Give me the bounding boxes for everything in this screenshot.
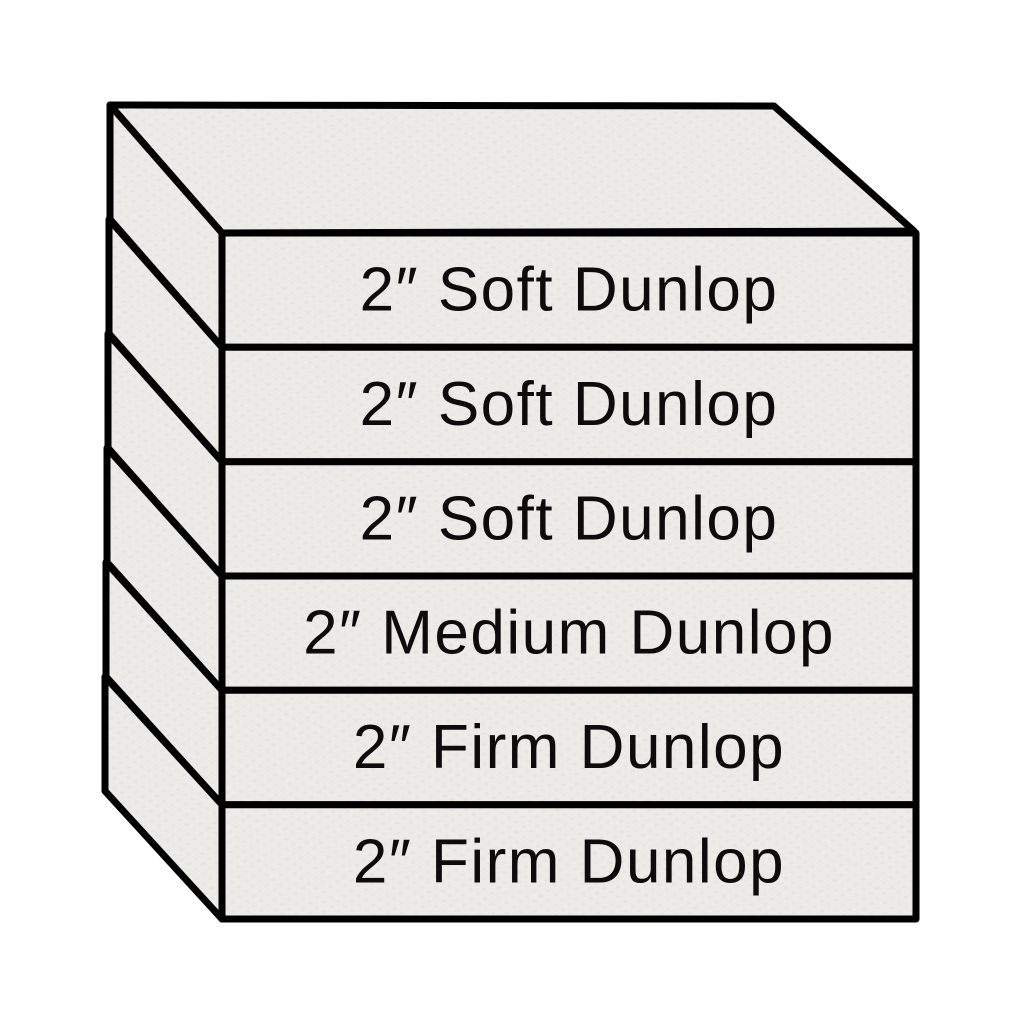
layer-1-front-face (218, 229, 920, 351)
layer-5-label: 2″ Firm Dunlop (353, 713, 785, 782)
layer-4-label: 2″ Medium Dunlop (303, 599, 835, 668)
layer-3-label: 2″ Soft Dunlop (360, 484, 779, 553)
layer-1-label: 2″ Soft Dunlop (360, 256, 779, 325)
layer-6-label: 2″ Firm Dunlop (353, 827, 785, 896)
layer-2-front-face (218, 343, 920, 466)
layer-4-front-face (218, 572, 920, 694)
stack-top-face (106, 101, 918, 237)
layer-6-front-face (218, 801, 920, 923)
layer-2-label: 2″ Soft Dunlop (360, 370, 779, 439)
